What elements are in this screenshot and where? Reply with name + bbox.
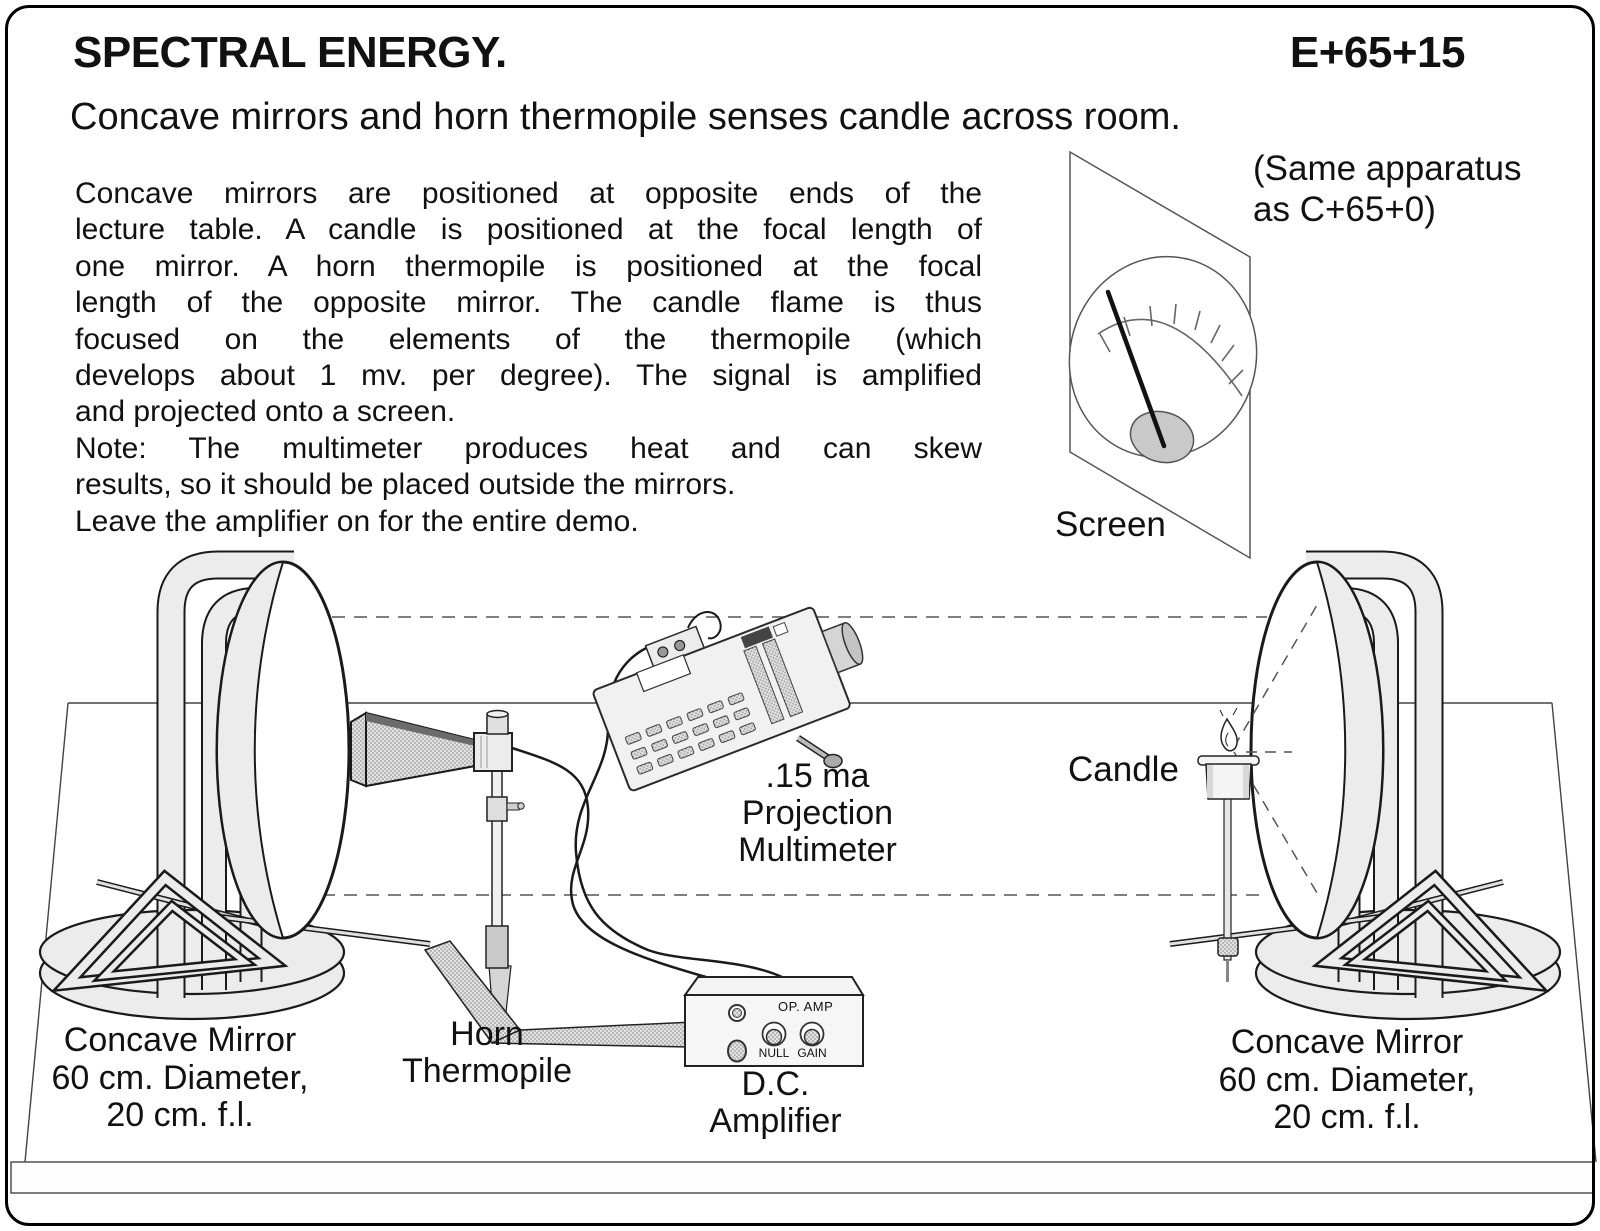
left-mirror-label: Concave Mirror 60 cm. Diameter, 20 cm. f… bbox=[51, 1021, 309, 1134]
description-line: Note: The multimeter produces heat and c… bbox=[75, 431, 982, 465]
description-line: Concave mirrors are positioned at opposi… bbox=[75, 177, 982, 210]
output-jack bbox=[727, 1039, 747, 1063]
description-line: results, so it should be placed outside … bbox=[75, 468, 736, 502]
description-paragraph: Concave mirrors are positioned at opposi… bbox=[75, 176, 982, 540]
description-line: Leave the amplifier on for the entire de… bbox=[75, 504, 639, 538]
candle-label: Candle bbox=[1068, 750, 1179, 789]
horn-opening bbox=[350, 711, 367, 788]
description-line: length of the opposite mirror. The candl… bbox=[75, 286, 982, 320]
null-knob-label: NULL bbox=[758, 1046, 790, 1060]
left-concave-mirror bbox=[40, 562, 430, 1019]
multimeter-label: .15 ma Projection Multimeter bbox=[738, 757, 897, 869]
same-apparatus-note: (Same apparatus as C+65+0) bbox=[1253, 149, 1522, 229]
thermopile-body bbox=[473, 732, 513, 772]
candle-rod bbox=[1223, 794, 1232, 961]
multimeter-foot bbox=[823, 753, 843, 769]
page-subtitle: Concave mirrors and horn thermopile sens… bbox=[70, 96, 1181, 138]
description-line: one mirror. A horn thermopile is positio… bbox=[75, 249, 982, 283]
screen-label: Screen bbox=[1055, 505, 1166, 544]
meter-needle bbox=[1105, 289, 1167, 449]
horn-top-shade bbox=[366, 713, 475, 746]
description-line: develops about 1 mv. per degree). The si… bbox=[75, 359, 982, 393]
gain-knob-label: GAIN bbox=[797, 1046, 827, 1060]
stand-clamp bbox=[486, 796, 508, 822]
horn-thermopile-label: Horn Thermopile bbox=[401, 1015, 573, 1090]
horn-thermopile bbox=[350, 709, 738, 1049]
stand-rod bbox=[491, 770, 503, 932]
description-line: focused on the elements of the thermopil… bbox=[75, 322, 982, 356]
screen-panel bbox=[1068, 150, 1258, 560]
lecture-table bbox=[10, 702, 1597, 1194]
demo-code: E+65+15 bbox=[1289, 28, 1466, 77]
description-line: and projected onto a screen. bbox=[75, 395, 456, 429]
candle-clamp bbox=[1217, 937, 1239, 957]
page-title: SPECTRAL ENERGY. bbox=[73, 28, 507, 77]
right-mirror-label: Concave Mirror 60 cm. Diameter, 20 cm. f… bbox=[1218, 1023, 1476, 1136]
projection-multimeter bbox=[592, 606, 864, 792]
description-line: lecture table. A candle is positioned at… bbox=[75, 213, 982, 247]
dc-amplifier-box bbox=[683, 976, 865, 1067]
meter-scale-ticks bbox=[1099, 303, 1244, 385]
op-amp-panel-label: OP. AMP bbox=[778, 999, 834, 1014]
candle-flame bbox=[1220, 717, 1238, 752]
multimeter-display bbox=[740, 626, 774, 649]
meter-face bbox=[1068, 255, 1258, 459]
dc-amplifier-label: D.C. Amplifier bbox=[709, 1065, 842, 1140]
multimeter-keys bbox=[624, 692, 756, 775]
meter-scale-arc bbox=[1097, 318, 1243, 397]
candle-assembly bbox=[1197, 707, 1260, 982]
